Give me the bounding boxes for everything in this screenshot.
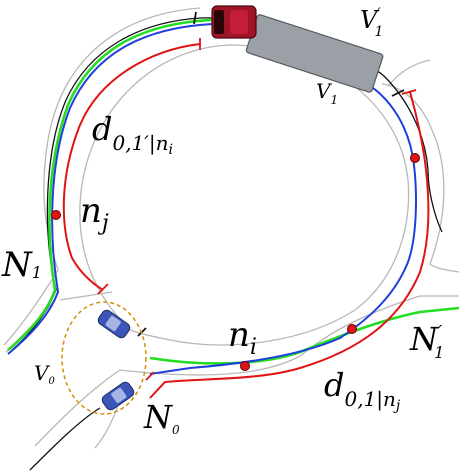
car-entering [101, 381, 135, 411]
label-d01: d0,1|nj [324, 366, 401, 414]
node-ni [240, 361, 250, 371]
red-tick-left [97, 283, 109, 295]
label-n1-prime: N′1 [409, 320, 444, 362]
car-on-ring [97, 309, 131, 339]
node-right [410, 153, 420, 163]
labels: V′1 V1 d0,1′|ni nj N1 ni N′1 V0 N0 d0,1|… [1, 6, 444, 437]
truck-cab [211, 5, 257, 39]
red-path [62, 43, 430, 399]
label-nj: nj [80, 191, 109, 236]
blue-path [7, 22, 417, 375]
road-inner-ring [79, 44, 410, 346]
label-ni: ni [228, 315, 257, 360]
road-exit-edge [387, 59, 431, 87]
red-tick-right [401, 89, 417, 95]
black-tick-right [391, 89, 405, 97]
road-entry-edge-b [59, 291, 113, 301]
v0-sensing-region [61, 301, 147, 415]
node-nj [51, 210, 61, 220]
label-d01prime: d0,1′|ni [92, 110, 173, 158]
truck [211, 5, 384, 93]
label-v1: V1 [316, 79, 338, 107]
red-tick-entry [145, 371, 155, 381]
black-tick-top [193, 11, 197, 25]
road-outer-ring [3, 7, 459, 447]
black-path-entry [29, 407, 101, 471]
label-n1: N1 [1, 245, 42, 285]
label-n0: N0 [143, 398, 180, 437]
label-v0: V0 [34, 361, 55, 387]
node-markers [51, 153, 420, 371]
label-v1-prime: V′1 [360, 6, 383, 40]
node-n1prime [347, 324, 357, 334]
road-edges [3, 7, 459, 449]
